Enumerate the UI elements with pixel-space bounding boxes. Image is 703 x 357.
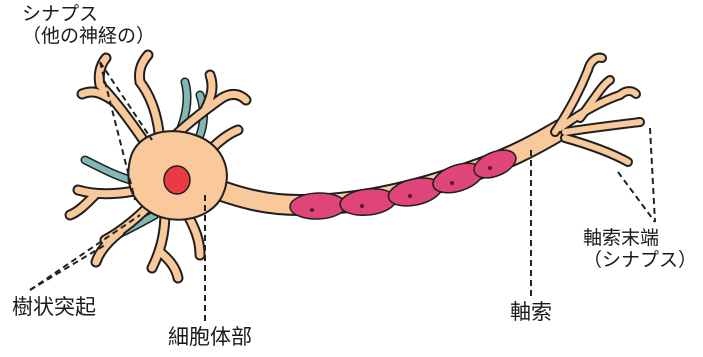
- terminal-line1: 軸索末端: [583, 228, 697, 250]
- terminal-line2: （シナプス）: [583, 250, 697, 272]
- terminal-label: 軸索末端 （シナプス）: [583, 228, 697, 272]
- soma-label: 細胞体部: [168, 325, 252, 349]
- synapse-other-label: シナプス （他の神経の）: [22, 4, 155, 48]
- axon-label: 軸索: [510, 300, 552, 324]
- nucleus: [164, 166, 190, 194]
- myelin-sheath: [290, 145, 520, 220]
- dendrite-label: 樹状突起: [12, 295, 96, 319]
- synapse-other-line2: （他の神経の）: [22, 26, 155, 48]
- axon-terminals: [555, 58, 640, 162]
- synapse-other-line1: シナプス: [22, 4, 155, 26]
